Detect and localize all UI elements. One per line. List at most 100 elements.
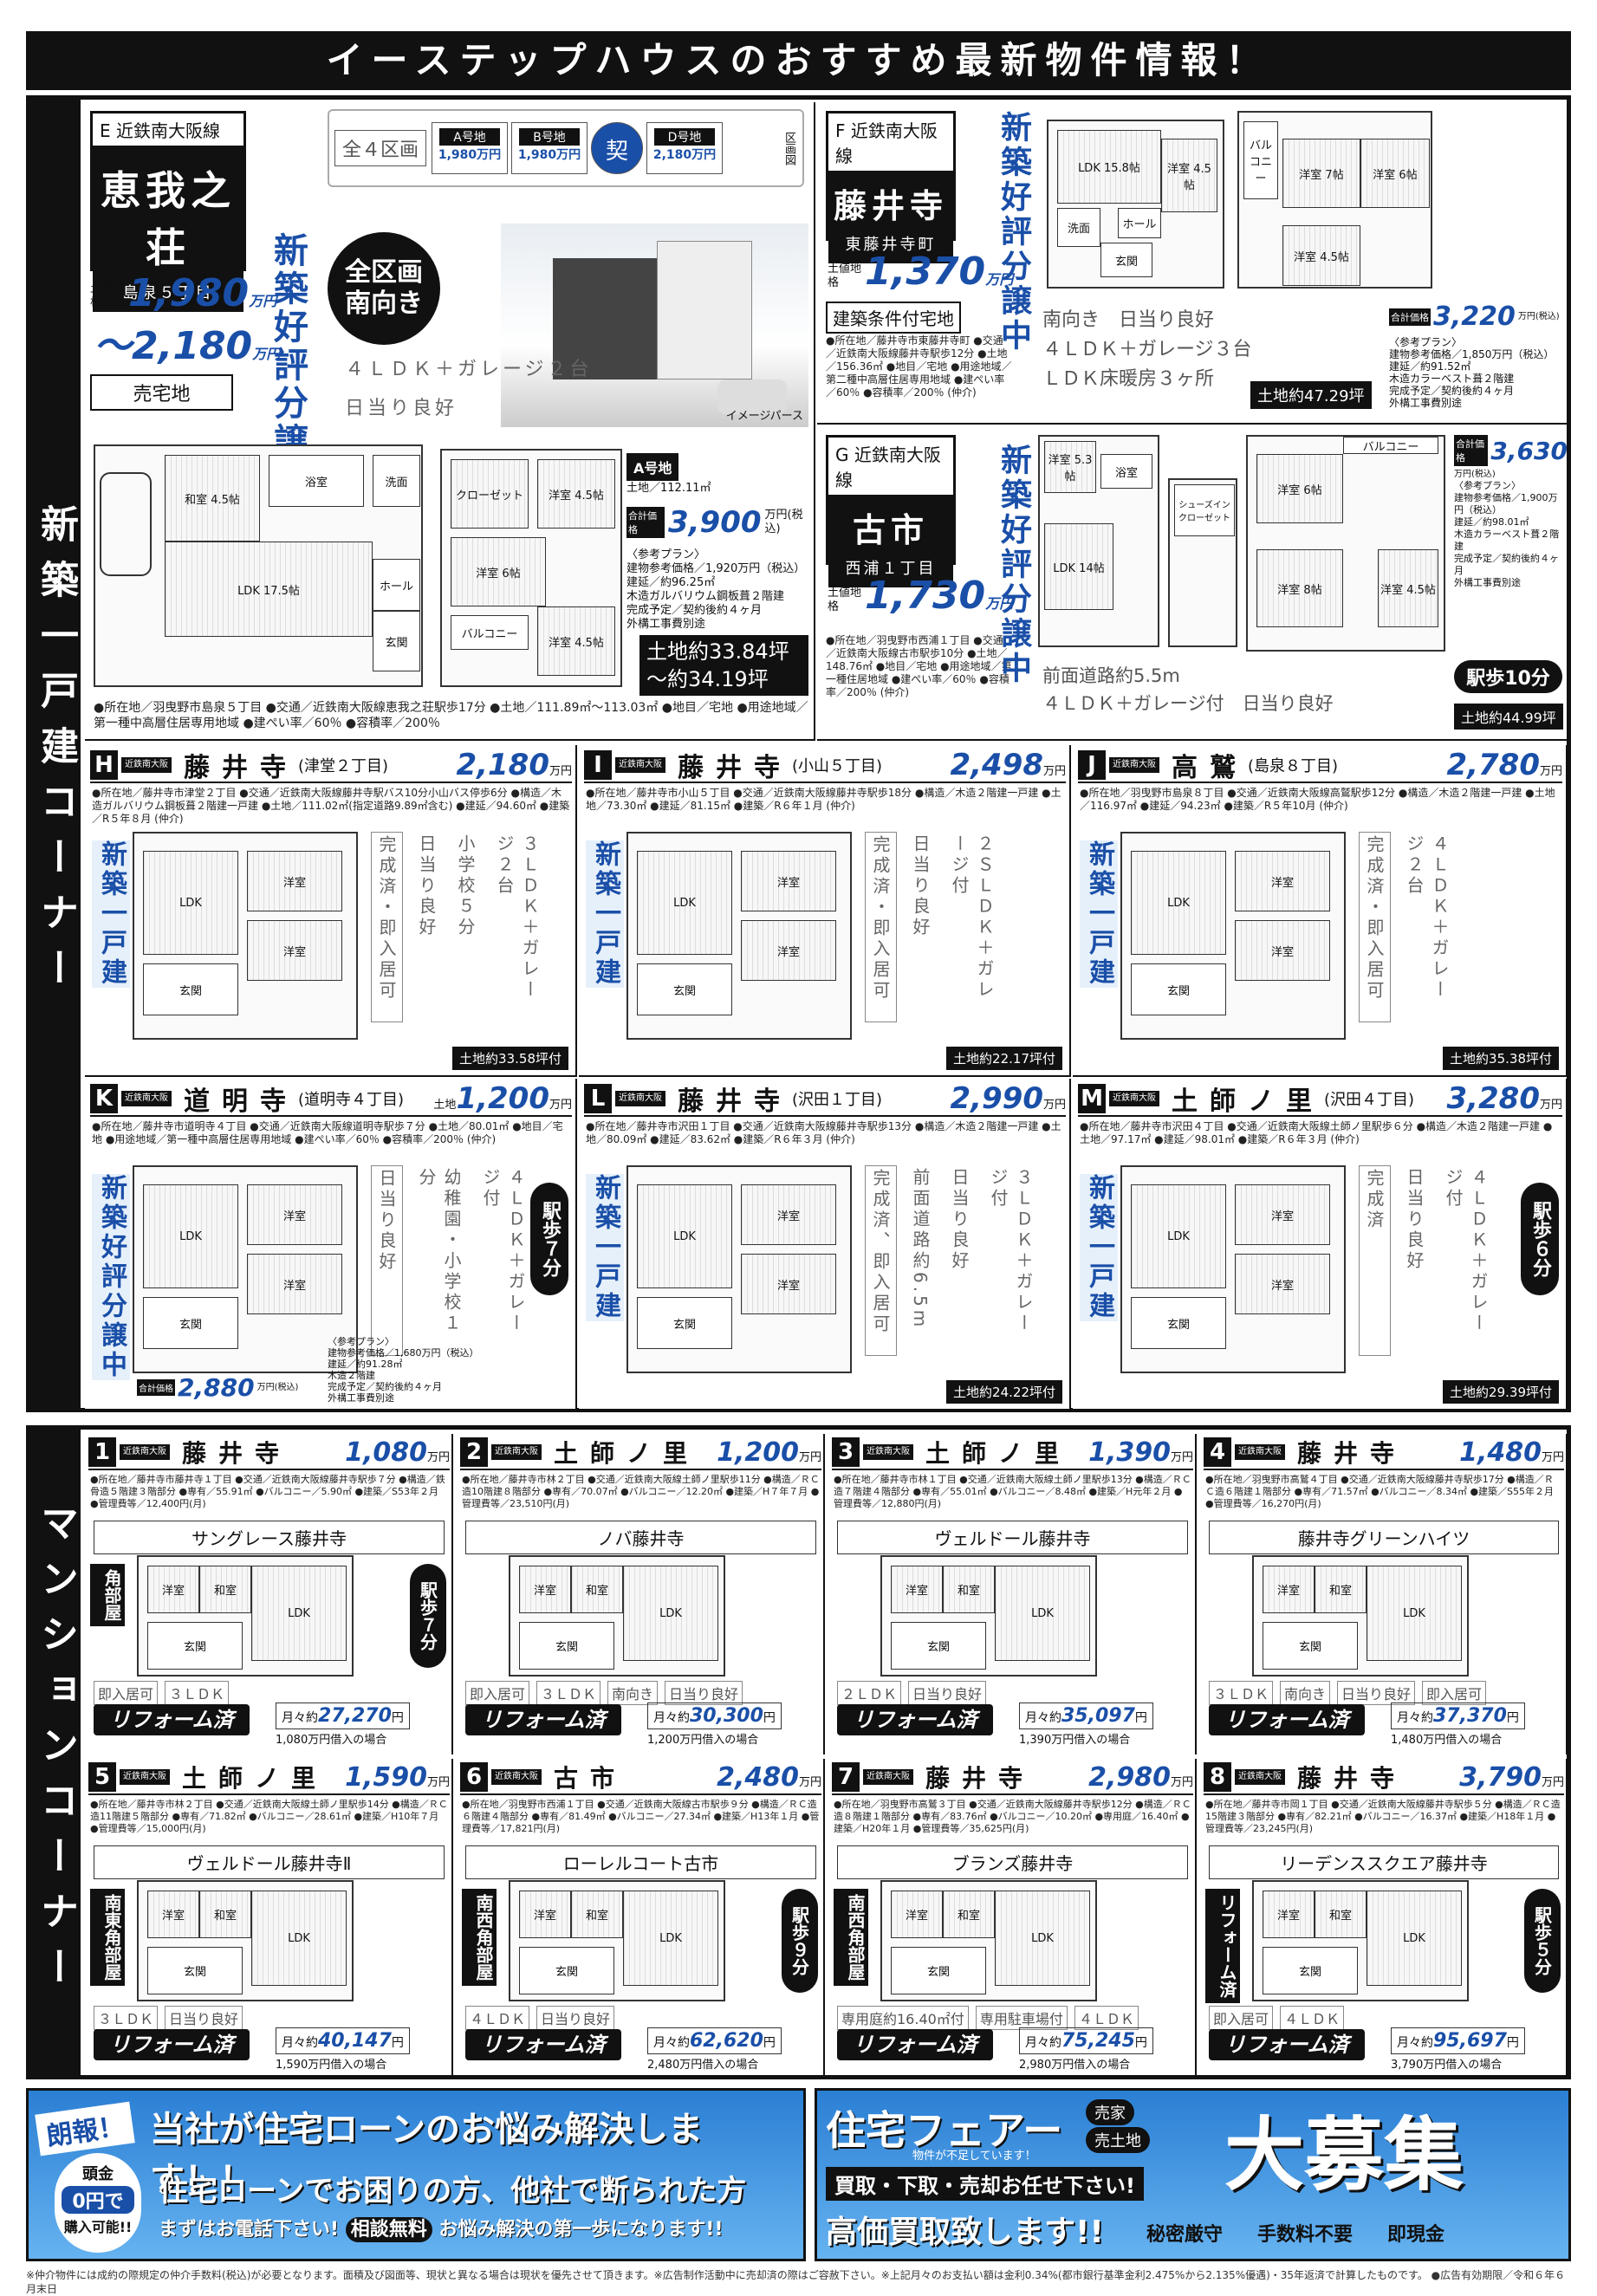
- room: クローゼット: [451, 459, 529, 529]
- feature: ４ＬＤＫ＋ガレージ付: [1042, 693, 1224, 714]
- building-name: ヴェルドール藤井寺: [837, 1521, 1188, 1554]
- price-unit: 万円: [1170, 1450, 1193, 1464]
- feature: 日当り良好: [1337, 1681, 1416, 1705]
- mansion-floorplan: LDK 洋室 和室 玄関: [137, 1555, 354, 1677]
- line-tag: 近鉄南大阪: [615, 757, 665, 773]
- mansion-price: 2,480: [717, 1761, 799, 1793]
- building-name: サングレース藤井寺: [94, 1521, 445, 1554]
- badge-left: 南東角部屋: [90, 1889, 125, 1986]
- line-tag: 近鉄南大阪: [120, 1769, 170, 1785]
- building-name: ブランズ藤井寺: [837, 1845, 1188, 1879]
- line-tag: 近鉄南大阪: [863, 1769, 913, 1785]
- land-size: 土地約29.39坪付: [1443, 1380, 1559, 1404]
- mansion-station: 藤井寺: [1297, 1764, 1407, 1793]
- price-unit: 万円: [426, 1450, 450, 1464]
- loan-headline: 当社が住宅ローンのお悩み解決します！！: [150, 2110, 703, 2200]
- station-area: 西浦１丁目: [828, 556, 953, 587]
- listing-name: 土師ノ里: [1172, 1086, 1324, 1117]
- yen: 円: [763, 1711, 776, 1725]
- feature: ４ＬＤＫ＋ガレージ付: [480, 1168, 526, 1334]
- lot-name: B号地: [519, 128, 581, 146]
- line-tag: 近鉄南大阪: [1235, 1769, 1285, 1785]
- info-F: ●所在地／藤井寺市東藤井寺町 ●交通／近鉄南大阪線藤井寺駅歩12分 ●土地／15…: [826, 334, 1012, 399]
- land-size-E: 土地約33.84坪～約34.19坪: [639, 635, 808, 696]
- ref-line: 建延／約96.25㎡: [626, 576, 716, 589]
- loan-ad: 朗報！ 当社が住宅ローンのお悩み解決します！！ 頭金 0円で 購入可能!! 住宅…: [26, 2088, 806, 2261]
- listing-area: (沢田４丁目): [1324, 1091, 1415, 1109]
- disclaimer: ※仲介物件には成約の際規定の仲介手数料(税込)が必要となります。面積及び図面等、…: [26, 2269, 1566, 2295]
- feature: ３ＬＤＫ＋ガレージ付: [988, 1168, 1034, 1334]
- room: 洋室 4.5帖: [537, 459, 615, 529]
- listing-letter: L: [584, 1084, 612, 1113]
- ref-line: 木造カラーベスト葺２階建: [1389, 373, 1515, 385]
- land-size-G: 土地約44.99坪: [1454, 704, 1563, 730]
- room: LDK 15.8帖: [1057, 130, 1161, 204]
- mansion-no: 4: [1204, 1437, 1231, 1467]
- monthly-label: 月々約: [1025, 1711, 1061, 1725]
- listing-letter: M: [1078, 1084, 1106, 1113]
- station-box-E: E 近鉄南大阪線 恵我之荘 島泉５丁目: [90, 111, 246, 312]
- mansion-station: 藤井寺: [182, 1439, 292, 1468]
- feature: 即入居可: [1209, 2006, 1274, 2030]
- room: 玄関: [1100, 243, 1152, 277]
- floorplan-F-2f: バルコニー 洋室 7帖 洋室 6帖 洋室 4.5帖: [1237, 111, 1432, 289]
- headline-banner: イーステップハウスのおすすめ最新物件情報！: [26, 31, 1571, 90]
- down-badge: 頭金 0円で 購入可能!!: [55, 2153, 141, 2253]
- room: 洗面: [1057, 208, 1100, 247]
- badge-left: 角部屋: [90, 1564, 125, 1626]
- monthly-payment: 月々約27,270円: [276, 1703, 410, 1729]
- listing-name: 藤井寺: [184, 753, 298, 783]
- planA-land: 土地／112.11㎡: [626, 482, 711, 495]
- room: LDK 14帖: [1044, 523, 1113, 610]
- feature: ３ＬＤＫ: [165, 1681, 230, 1705]
- listing-tagline: 新築好評分譲中: [92, 1174, 130, 1380]
- feature: 日当り良好: [665, 1681, 743, 1705]
- feature: 完成済、即入居可: [865, 1165, 897, 1356]
- mansion-no: 3: [832, 1437, 860, 1467]
- mansion-info: ●所在地／藤井寺市林１丁目 ●交通／近鉄南大阪線土師ノ里駅歩13分 ●構造／ＲＣ…: [834, 1474, 1191, 1509]
- price-unit: 万円: [798, 1775, 821, 1789]
- features: ４ＬＤＫ＋ガレージ付幼稚園・小学校１分日当り良好: [371, 1165, 531, 1356]
- yen: 円: [1134, 1711, 1147, 1725]
- feature: ４ＬＤＫ＋ガレージ３台: [1042, 339, 1252, 360]
- mansion-floorplan: LDK 洋室 和室 玄関: [509, 1880, 725, 2001]
- loan-line2: 住宅ローンでお困りの方、他社で断られた方: [159, 2174, 747, 2208]
- badge-right: 駅歩５分: [1524, 1889, 1561, 1993]
- listing-area: (島泉８丁目): [1248, 757, 1339, 775]
- yen: 円: [1134, 2036, 1147, 2050]
- badge-left: 南西角部屋: [834, 1889, 868, 1986]
- building-name: リーデンススクエア藤井寺: [1209, 1845, 1559, 1879]
- line-tag: 近鉄南大阪: [491, 1444, 542, 1460]
- yen: 円: [391, 1711, 404, 1725]
- monthly-payment: 月々約30,300円: [647, 1703, 782, 1729]
- land-size: 土地約22.17坪付: [946, 1047, 1062, 1070]
- monthly-payment: 月々約37,370円: [1391, 1703, 1525, 1729]
- feature: ３ＬＤＫ: [1209, 1681, 1274, 1705]
- feature: 完成済・即入居可: [371, 832, 403, 1022]
- feature: ４ＬＤＫ: [465, 2006, 530, 2030]
- floorplan: LDK 洋室 洋室 玄関: [133, 1165, 358, 1373]
- floorplan-G-1f: 洋室 5.3帖 LDK 14帖 浴室: [1038, 435, 1159, 647]
- loan-line3a: まずはお電話下さい!: [159, 2219, 340, 2241]
- listing-info: ●所在地／藤井寺市沢田４丁目 ●交通／近鉄南大阪線土師ノ里駅歩６分 ●構造／木造…: [1080, 1120, 1553, 1145]
- feature: 幼稚園・小学校１分: [416, 1168, 462, 1334]
- ref-line: 完成予定／契約後約４ヶ月: [328, 1381, 442, 1392]
- mansion-station: 土師ノ里: [554, 1439, 700, 1468]
- badge-left: リフォーム済: [1205, 1889, 1240, 2003]
- mansion-station: 土師ノ里: [182, 1764, 328, 1793]
- listing-info: ●所在地／羽曳野市島泉８丁目 ●交通／近鉄南大阪線高鷲駅歩12分 ●構造／木造２…: [1080, 787, 1555, 812]
- feature: 日当り良好: [536, 2006, 615, 2030]
- tagline-F: 新築好評分譲中: [996, 111, 1031, 353]
- listing-letter: K: [90, 1084, 118, 1113]
- feature: 日当り良好: [910, 834, 931, 938]
- mansion-price: 2,980: [1088, 1761, 1171, 1793]
- lot-2: 契: [591, 122, 644, 174]
- total-unit: 万円(税込): [764, 509, 803, 535]
- features: ４ＬＤＫ＋ガレージ２台完成済・即入居可: [1359, 832, 1455, 1022]
- listing-K: K 近鉄南大阪 道明寺 (道明寺４丁目) 土地1,200万円 ●所在地／藤井寺市…: [85, 1079, 577, 1411]
- mansion-sidebar: マンションコーナー: [30, 1430, 81, 2075]
